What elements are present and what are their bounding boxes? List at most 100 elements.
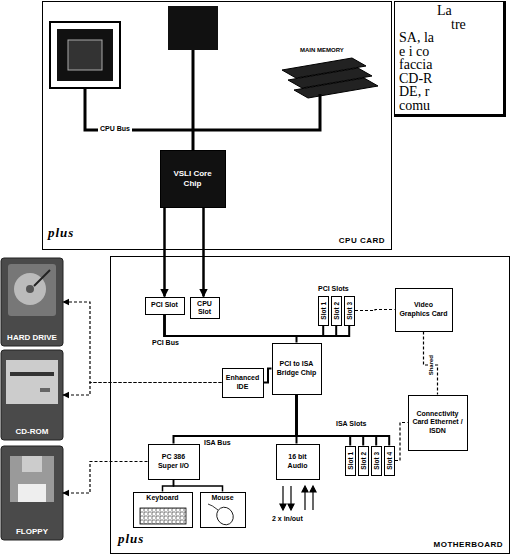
part-label: MAIN MEMORY <box>300 47 344 54</box>
cpu-bus-wire <box>192 50 195 150</box>
bus-line <box>165 315 324 337</box>
node-text: Keyboard <box>146 494 178 502</box>
controller-box: Enhanced IDE <box>222 368 264 398</box>
node-text: Enhanced IDE <box>226 374 260 390</box>
drive-tiles <box>18 484 46 502</box>
audio-io-arrows <box>304 491 305 510</box>
bus-line <box>174 395 297 444</box>
board-panel: MOTHERBOARDPCI SlotCPU SlotSlot 1Slot 2S… <box>110 256 510 554</box>
cpu-chip <box>50 22 120 88</box>
node-text: Slot 3 <box>346 302 353 320</box>
drive-tiles <box>10 372 54 376</box>
bus-label: PCI Bus <box>152 339 179 347</box>
drive-tiles <box>1 446 63 540</box>
slot-box: PCI Slot <box>145 297 185 315</box>
io-label: 2 x in/out <box>272 515 303 523</box>
bridge-chip: PCI to ISA Bridge Chip <box>272 343 322 395</box>
mouse-icon <box>214 504 237 528</box>
node-text: DE, r <box>399 85 429 99</box>
node-text: Slot 1 <box>320 302 327 320</box>
bus-line <box>163 208 166 297</box>
node-text: faccia <box>399 58 432 72</box>
node-text: Slot 2 <box>360 452 367 470</box>
audio-io-arrows <box>290 486 291 505</box>
bus-label: CPU Bus <box>98 125 132 133</box>
audio-io-arrows <box>302 486 308 492</box>
node-text: PCI Slot <box>151 301 178 309</box>
bus-line <box>297 395 377 446</box>
dashed-link <box>395 423 408 461</box>
node-text: CD-ROM <box>16 427 49 436</box>
node-text: Slot 1 <box>347 452 354 470</box>
core-chip: VSLI Core Chip <box>160 150 226 208</box>
logo: plus <box>48 226 74 239</box>
bus-line <box>297 395 390 446</box>
part-label: PCI Slots <box>318 285 349 293</box>
node-text: PC 386 Super I/O <box>152 453 196 469</box>
node-text: Video Graphics Card <box>399 301 449 317</box>
node-text: Mouse <box>211 494 233 502</box>
bus-line <box>202 208 205 297</box>
mouse-icon <box>208 504 218 510</box>
node-text: Slot 4 <box>386 452 393 470</box>
dashed-link <box>63 383 222 396</box>
memory-modules <box>294 78 378 98</box>
node-text: Slot 3 <box>373 452 380 470</box>
audio-io-arrows <box>280 504 286 510</box>
bus-line <box>165 315 297 343</box>
node-text: Slot 2 <box>333 302 340 320</box>
node-text: comu <box>399 99 430 113</box>
logo: plus <box>118 532 144 545</box>
bus-line <box>296 395 298 444</box>
audio-io-arrows <box>280 486 316 510</box>
cpu-bus-wire <box>85 88 320 130</box>
node-text: PCI to ISA Bridge Chip <box>276 360 318 376</box>
audio-io-arrows <box>310 486 316 492</box>
drive-tiles <box>34 270 50 286</box>
part-label: ISA Slots <box>336 420 366 428</box>
node-text: MOTHERBOARD <box>434 540 504 549</box>
dashed-link <box>63 462 148 494</box>
expansion-slot: Slot 3 <box>344 296 355 326</box>
memory-modules <box>282 58 378 98</box>
node-text: La <box>437 4 452 18</box>
expansion-slot: Slot 3 <box>371 446 382 476</box>
node-text: CPU Slot <box>194 300 216 316</box>
device-box: Mouse <box>200 492 246 528</box>
audio-io-arrows <box>282 486 283 505</box>
mouse-icon <box>208 504 236 528</box>
cpu-chip <box>68 40 102 70</box>
drive-tiles <box>8 264 56 316</box>
card-box: Connectivity Card Ethernet / ISDN <box>408 395 468 451</box>
io-chip: PC 386 Super I/O <box>148 444 200 480</box>
audio-io-arrows <box>312 491 313 510</box>
cache-chip <box>168 6 218 50</box>
drive-tiles <box>40 388 50 392</box>
card-panel: CPU CARDVSLI Core Chip <box>42 1 392 250</box>
text-box: LatreSA, lae i cofacciaCD-RDE, rcomu <box>394 1 506 117</box>
drive-tiles <box>1 258 63 346</box>
node-text: CD-R <box>399 72 432 86</box>
drive-tile: FLOPPY <box>1 446 63 540</box>
audio-chip: 16 bit Audio <box>276 444 320 480</box>
edge-label: Shared <box>428 354 434 376</box>
expansion-slot: Slot 2 <box>331 296 342 326</box>
node-text: tre <box>451 18 466 32</box>
bus-line <box>163 480 174 492</box>
drive-tiles <box>6 360 58 404</box>
expansion-slot: Slot 1 <box>345 446 356 476</box>
bus-line <box>264 369 272 383</box>
expansion-slot: Slot 1 <box>318 296 329 326</box>
drive-tiles <box>26 285 34 293</box>
dashed-link <box>424 332 438 395</box>
bus-label: ISA Bus <box>204 439 231 447</box>
cpu-chip <box>57 29 113 81</box>
keyboard-icon <box>140 508 186 524</box>
drive-tiles <box>1 258 63 540</box>
keyboard-icon <box>140 508 186 524</box>
bus-line <box>174 480 223 492</box>
cpu-bus-wire <box>85 50 320 150</box>
node-text: FLOPPY <box>16 527 48 536</box>
drive-tile: CD-ROM <box>1 350 63 440</box>
